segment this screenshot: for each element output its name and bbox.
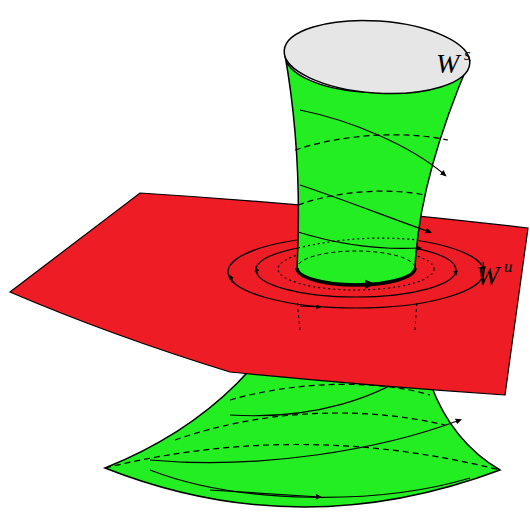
superscript: s — [464, 46, 471, 63]
periodic-orbit — [297, 268, 415, 285]
manifold-label: W — [436, 50, 459, 78]
stable-manifold-upper — [282, 15, 473, 285]
manifold-label: W — [476, 262, 499, 290]
unstable-manifold-plane — [10, 193, 528, 395]
superscript: u — [504, 258, 513, 275]
